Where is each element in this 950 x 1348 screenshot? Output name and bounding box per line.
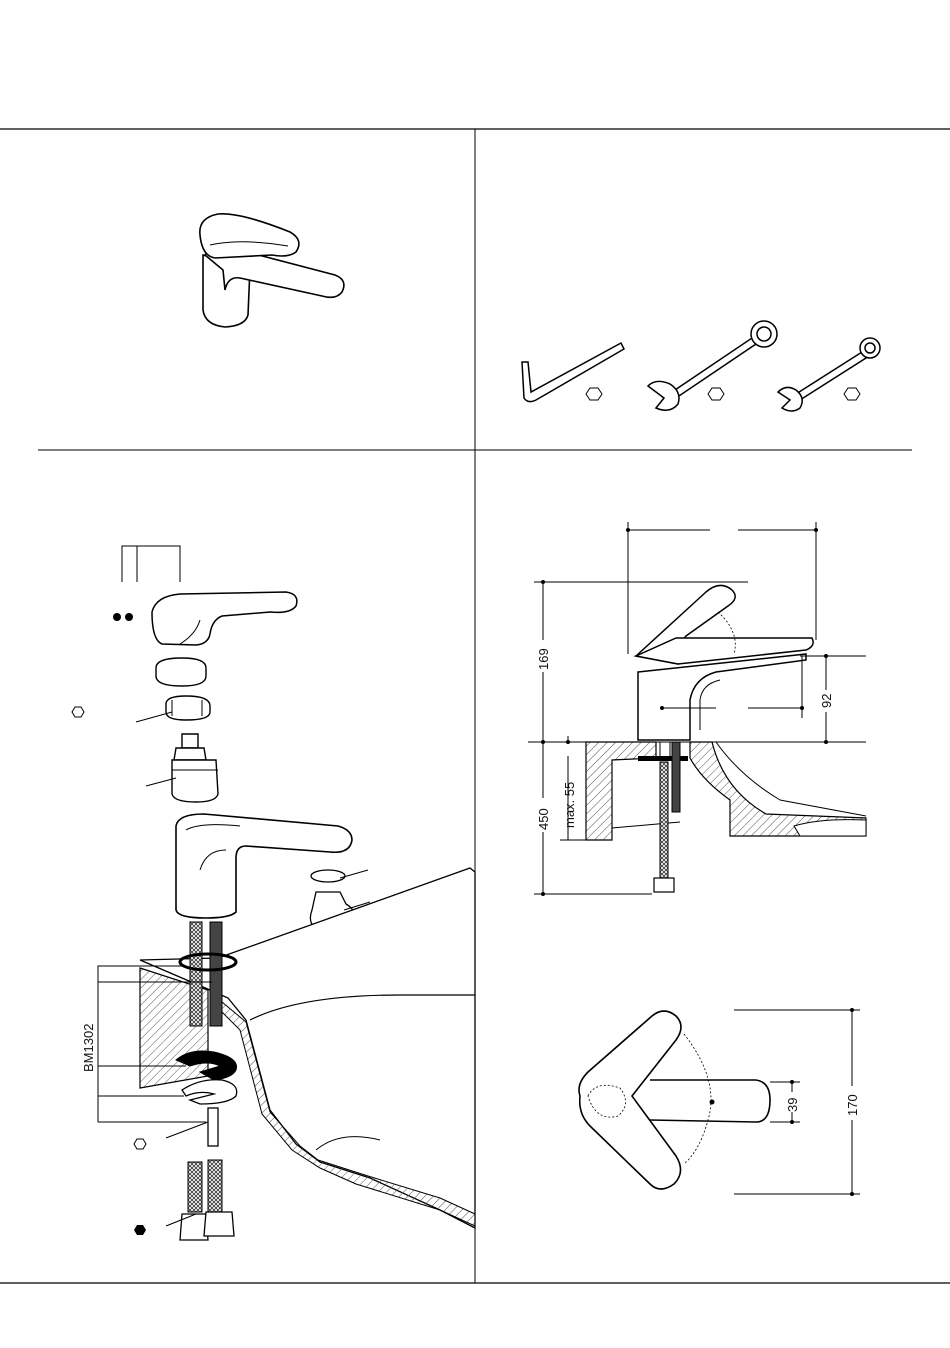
- hexagon-outline-icon: [844, 388, 860, 400]
- dimension-plan-width: 170: [845, 1094, 860, 1116]
- hexagon-outline-icon: [72, 707, 84, 717]
- exploded-view: BM1302: [72, 546, 475, 1240]
- dimension-height-total: 169: [536, 648, 551, 670]
- plan-view-drawing: 39 170: [579, 1008, 860, 1196]
- tool-allen-key: [522, 343, 624, 402]
- dimension-hose-length: 450: [536, 808, 551, 830]
- dimension-deck-thickness: max. 55: [562, 782, 577, 828]
- hexagon-outline-icon: [586, 388, 602, 400]
- side-view-drawing: 169 92 max. 55 450: [528, 522, 866, 896]
- dimension-spout-height: 92: [819, 694, 834, 708]
- faucet-overview-illustration: [200, 214, 344, 327]
- hexagon-outline-icon: [708, 388, 724, 400]
- kit-number-label: BM1302: [81, 1024, 96, 1072]
- hexagon-outline-icon: [134, 1139, 146, 1149]
- tool-open-end-wrench-large: [648, 321, 777, 410]
- hexagon-filled-icon: [134, 1225, 146, 1235]
- tool-open-end-wrench-small: [778, 338, 880, 411]
- dimension-handle-depth: 39: [785, 1098, 800, 1112]
